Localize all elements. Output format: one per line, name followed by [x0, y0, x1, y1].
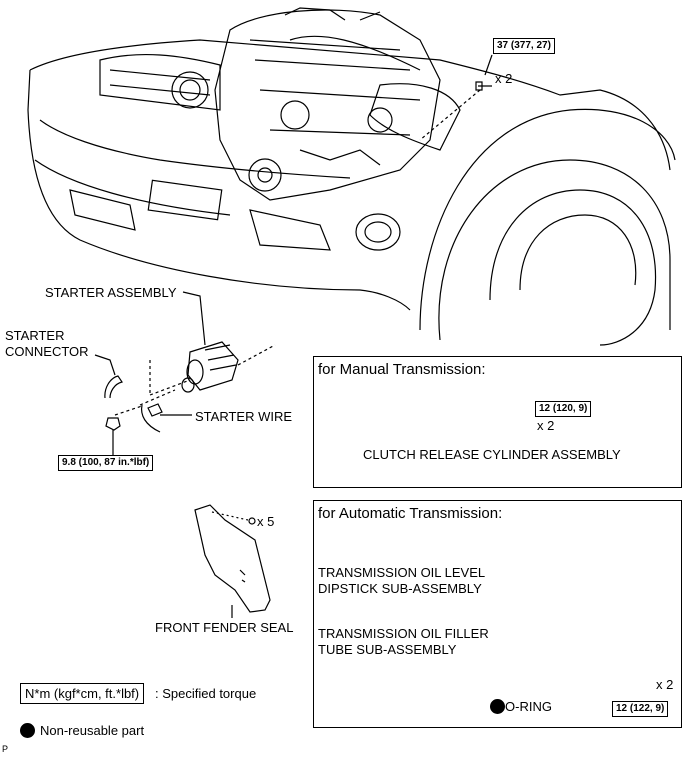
filler-tube-bolt-qty: x 2 — [656, 677, 674, 692]
starter-connector-label-2: CONNECTOR — [5, 344, 89, 359]
engine-bolt-torque: 37 (377, 27) — [493, 38, 555, 54]
engine-block — [214, 9, 441, 201]
torque-legend-text: : Specified torque — [155, 686, 257, 701]
filler-tube-label-2: TUBE SUB-ASSEMBLY — [318, 642, 457, 657]
non-reusable-legend-text: Non-reusable part — [40, 723, 145, 738]
fender-clip-qty: x 5 — [257, 514, 275, 529]
starter-body — [187, 341, 239, 391]
fog-light — [355, 213, 401, 251]
fender-seal-shape — [194, 504, 271, 613]
manual-panel-title: for Manual Transmission: — [318, 361, 486, 378]
dipstick-label-2: DIPSTICK SUB-ASSEMBLY — [318, 581, 482, 596]
wheel-arch — [419, 108, 676, 331]
license-plate-mount — [147, 179, 223, 221]
front-bumper-outline — [29, 39, 671, 171]
tire-outer — [438, 159, 671, 341]
starter-nut-torque: 9.8 (100, 87 in.*lbf) — [58, 455, 154, 471]
connector-leader — [94, 354, 116, 376]
starter-leader — [182, 291, 206, 346]
automatic-panel-title: for Automatic Transmission: — [318, 505, 503, 522]
starter-wire — [140, 403, 163, 433]
starter-connector-label-1: STARTER — [5, 328, 65, 343]
filler-tube-label-1: TRANSMISSION OIL FILLER — [318, 626, 489, 641]
front-fender-seal-label: FRONT FENDER SEAL — [155, 620, 294, 635]
o-ring-label: O-RING — [505, 699, 552, 714]
o-ring-nonreusable-icon — [490, 699, 505, 714]
manual-transmission-panel — [313, 356, 682, 488]
starter-nut — [105, 417, 121, 431]
non-reusable-icon — [20, 723, 35, 738]
clutch-bolt-torque: 12 (120, 9) — [535, 401, 592, 417]
starter-assembly-label: STARTER ASSEMBLY — [45, 285, 177, 300]
clutch-cylinder-label: CLUTCH RELEASE CYLINDER ASSEMBLY — [363, 447, 621, 462]
starter-wire-label: STARTER WIRE — [195, 409, 293, 424]
automatic-transmission-panel — [313, 500, 682, 728]
tire-inner — [489, 189, 657, 346]
filler-tube-bolt-torque: 12 (122, 9) — [612, 701, 669, 717]
corner-mark: P — [2, 744, 9, 754]
engine-bolt-qty: x 2 — [495, 71, 513, 86]
torque-legend-box: N*m (kgf*cm, ft.*lbf) — [20, 683, 145, 704]
clutch-bolt-qty: x 2 — [537, 418, 555, 433]
dipstick-label-1: TRANSMISSION OIL LEVEL — [318, 565, 486, 580]
